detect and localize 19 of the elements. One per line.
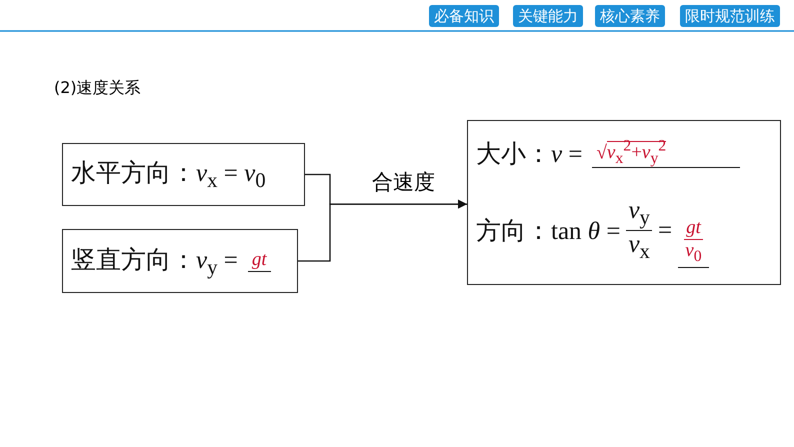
arrow xyxy=(298,200,467,262)
nav-tab: 关键能力 xyxy=(513,5,583,27)
formula-text: v$_{y}$ xyxy=(626,197,652,232)
formula-box xyxy=(467,120,781,285)
formula-box xyxy=(62,229,298,293)
section-heading: (2)速度关系 xyxy=(54,78,141,99)
answer-blank: gt xyxy=(248,250,271,272)
answer-blank: gt xyxy=(684,216,703,240)
nav-tab: 核心素养 xyxy=(595,5,665,27)
formula-text: v$_{x}$ xyxy=(628,231,650,264)
nav-tab: 必备知识 xyxy=(429,5,499,27)
formula-text: 大小：v = xyxy=(476,140,582,170)
formula-box xyxy=(62,143,305,206)
nav-tab: 限时规范训练 xyxy=(680,5,780,27)
answer-blank: v$_{0}$ xyxy=(685,240,702,266)
formula-text: 竖直方向：v$_{y}$ = xyxy=(71,246,238,280)
formula-text: = xyxy=(658,216,672,245)
formula-text: 方向：tan θ = xyxy=(476,216,620,248)
formula-text: 水平方向：v$_{x}$ = v$_{0}$ xyxy=(71,158,266,193)
